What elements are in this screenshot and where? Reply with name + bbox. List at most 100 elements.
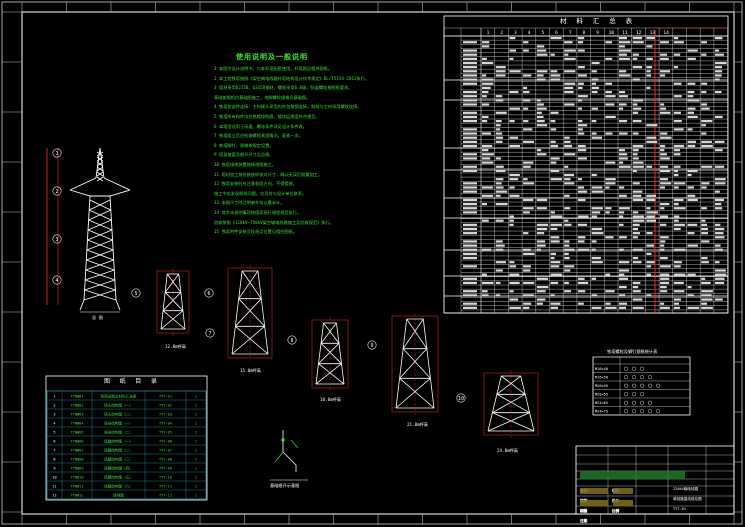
material-cell-mark bbox=[536, 70, 548, 73]
material-cell-mark bbox=[577, 74, 587, 77]
material-cell-mark bbox=[687, 306, 700, 309]
material-cell-mark bbox=[523, 232, 529, 235]
material-cell-mark bbox=[660, 165, 669, 168]
material-cell-mark bbox=[577, 236, 586, 239]
material-column-header: 10 bbox=[609, 30, 615, 36]
bolt-symbol bbox=[624, 409, 629, 414]
material-cell-mark bbox=[577, 281, 589, 285]
bolt-spec-cell: M16×40 bbox=[595, 367, 608, 371]
material-cell-mark bbox=[591, 211, 601, 214]
section-callout: 10 bbox=[456, 393, 466, 403]
material-cell-mark bbox=[632, 219, 645, 222]
material-cell-mark bbox=[701, 41, 707, 44]
material-cell-mark bbox=[564, 153, 576, 156]
material-cell-mark bbox=[564, 290, 571, 293]
material-cell-mark bbox=[701, 186, 707, 189]
material-cell-mark bbox=[495, 136, 504, 139]
material-cell-mark bbox=[495, 169, 506, 172]
material-cell-mark bbox=[550, 261, 561, 264]
material-cell-mark bbox=[632, 53, 639, 56]
material-cell-mark bbox=[495, 120, 502, 123]
material-cell-mark bbox=[701, 165, 713, 168]
material-cell-mark bbox=[564, 281, 569, 285]
material-cell-mark bbox=[564, 248, 575, 251]
material-cell-mark bbox=[632, 107, 642, 110]
material-cell-mark bbox=[523, 120, 529, 123]
material-row-label-mark bbox=[463, 132, 477, 135]
svg-text:5: 5 bbox=[134, 291, 137, 297]
material-cell-mark bbox=[619, 41, 631, 44]
drawing-list-title: 图 纸 目 录 bbox=[104, 378, 160, 385]
material-cell-mark bbox=[687, 286, 692, 289]
material-cell-mark bbox=[673, 120, 682, 123]
material-cell-mark bbox=[564, 182, 575, 185]
material-cell-mark bbox=[632, 190, 643, 193]
material-cell-mark bbox=[536, 223, 549, 226]
material-cell-mark bbox=[605, 236, 614, 239]
material-row-label-mark bbox=[463, 95, 477, 98]
material-cell-mark bbox=[482, 290, 488, 293]
note-line: 4 铁塔各部件连接：主材接头采用内外包角钢连接，斜材与主材采用螺栓连接。 bbox=[214, 104, 362, 110]
material-cell-mark bbox=[482, 95, 487, 98]
drawing-list-cell: 1 bbox=[195, 449, 197, 453]
material-cell-mark bbox=[701, 223, 708, 226]
material-cell-mark bbox=[482, 186, 494, 189]
drawing-list-cell: TYNW09 bbox=[71, 467, 84, 471]
section-21m bbox=[391, 313, 439, 415]
material-cell-mark bbox=[523, 265, 531, 268]
material-cell-mark bbox=[632, 78, 640, 81]
material-cell-mark bbox=[701, 82, 708, 85]
tower-segment-callout: 3 bbox=[52, 234, 62, 244]
material-cell-mark bbox=[673, 153, 681, 156]
note-line: 8 铁塔脚钉、爬梯按规定设置。 bbox=[214, 142, 274, 148]
title-block: 批准审核校核设计制图比例日期 bbox=[575, 445, 735, 523]
drawing-list-cell: 3 bbox=[53, 413, 55, 417]
drawing-list-cell: 5 bbox=[53, 431, 55, 435]
material-cell-mark bbox=[673, 298, 682, 301]
drawing-list-cell: 1 bbox=[195, 431, 197, 435]
drawing-list-cell: 塔头结构图（二） bbox=[104, 412, 133, 417]
bolt-symbol bbox=[640, 409, 645, 414]
tower-member bbox=[115, 299, 121, 311]
drawing-list-cell: TYNW11 bbox=[71, 485, 84, 489]
material-cell-mark bbox=[660, 215, 669, 218]
drawing-list-cell: TYNW08 bbox=[71, 458, 84, 462]
material-column-header: 6 bbox=[555, 30, 558, 36]
material-row-label-mark bbox=[463, 61, 477, 65]
material-cell-mark bbox=[482, 273, 487, 276]
material-cell-mark bbox=[701, 120, 713, 123]
material-cell-mark bbox=[564, 86, 574, 89]
material-cell-mark bbox=[701, 306, 713, 309]
tower-brace bbox=[88, 209, 111, 221]
material-cell-mark bbox=[605, 132, 613, 135]
material-cell-mark bbox=[577, 178, 582, 181]
material-cell-mark bbox=[632, 261, 642, 264]
material-cell-mark bbox=[660, 41, 669, 44]
drawing-list-cell: 1 bbox=[195, 494, 197, 498]
material-cell-mark bbox=[701, 53, 707, 56]
drawing-list-cell: TYT-11 bbox=[159, 485, 172, 489]
material-cell-mark bbox=[577, 240, 585, 243]
material-cell-mark bbox=[619, 157, 628, 160]
material-cell-mark bbox=[523, 211, 530, 214]
material-row-label-mark bbox=[463, 66, 477, 69]
material-cell-mark bbox=[509, 306, 521, 309]
material-cell-mark bbox=[619, 165, 631, 168]
material-cell-mark bbox=[646, 232, 653, 235]
material-cell-mark bbox=[482, 219, 489, 222]
material-cell-mark bbox=[646, 219, 656, 222]
material-cell-mark bbox=[495, 140, 503, 143]
material-row-label-mark bbox=[463, 277, 477, 280]
material-cell-mark bbox=[523, 90, 530, 94]
material-cell-mark bbox=[714, 78, 720, 81]
material-cell-mark bbox=[550, 236, 560, 239]
material-cell-mark bbox=[646, 273, 651, 276]
material-cell-mark bbox=[577, 186, 585, 189]
material-cell-mark bbox=[660, 53, 667, 56]
material-cell-mark bbox=[673, 223, 686, 226]
material-cell-mark bbox=[714, 269, 726, 272]
title-block-label: 日期 bbox=[580, 518, 588, 523]
